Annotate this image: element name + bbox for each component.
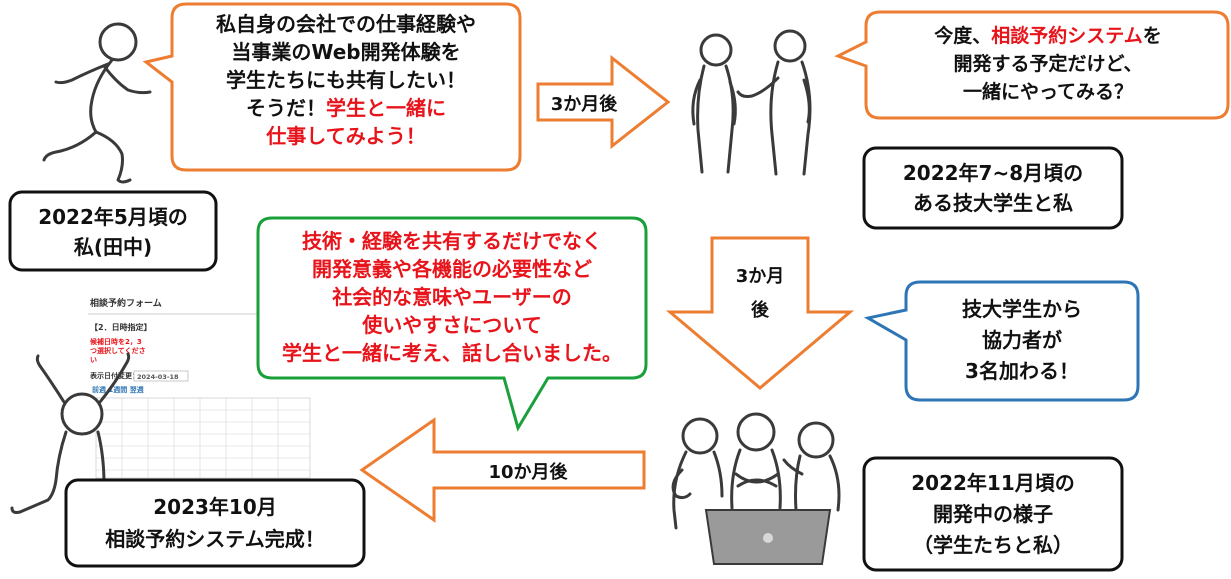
box-oct-2023-line1: 2023年10月	[153, 495, 277, 519]
form-calendar-grid	[95, 397, 311, 479]
three-people-laptop-icon	[671, 412, 841, 565]
bubble-tl-line4-red: 学生と一緒に	[326, 96, 446, 120]
form-note-2: つ選択してくださ	[90, 346, 146, 355]
form-note-1: 候補日時を2，3	[90, 337, 142, 346]
box-may-2022: 2022年5月頃の 私(田中)	[8, 190, 218, 272]
box-jul-2022-line1: 2022年7~8月頃の	[903, 161, 1083, 185]
arrow-right-3-months: 3か月後	[536, 54, 671, 150]
box-may-2022-line2: 私(田中)	[74, 235, 152, 259]
two-people-talking-icon	[691, 29, 812, 176]
box-nov-2022: 2022年11月頃の 開発中の様子 （学生たちと私）	[862, 456, 1124, 572]
bubble-tr-line3: 一緒にやってみる？	[963, 80, 1133, 103]
box-nov-2022-line1: 2022年11月頃の	[911, 471, 1075, 495]
cheering-person-icon	[10, 352, 131, 514]
bubble-green-line1: 技術・経験を共有するだけでなく	[302, 229, 602, 253]
box-oct-2023-line2: 相談予約システム完成！	[105, 527, 324, 551]
arrow-down-label-1: 3か月	[736, 266, 785, 287]
bubble-tr-line1-b: を	[1143, 25, 1162, 47]
arrow-left-label: 10か月後	[488, 461, 568, 483]
bubble-blue-line1: 技大学生から	[962, 297, 1082, 321]
bubble-green-line2: 開発意義や各機能の必要性など	[312, 257, 592, 281]
bubble-tr-line1-a: 今度、	[933, 24, 991, 47]
bubble-tl-line1: 私自身の会社での仕事経験や	[216, 12, 476, 36]
form-nav: 前週 1週間 翌週	[92, 385, 144, 394]
bubble-tr-line1: 今度、相談予約システムを	[933, 24, 1161, 47]
bubble-blue: 技大学生から 協力者が 3名加わる！	[863, 280, 1140, 402]
form-title: 相談予約フォーム	[90, 297, 162, 309]
bubble-tl-line4: そうだ！学生と一緒に	[246, 96, 446, 120]
form-date-value: 2024-03-18	[137, 373, 179, 381]
bubble-green-line3: 社会的な意味やユーザーの	[331, 285, 572, 309]
arrow-down-3-months: 3か月 後	[665, 236, 855, 390]
bubble-tl-line3: 学生たちにも共有したい！	[226, 68, 466, 92]
box-nov-2022-line3: （学生たちと私）	[913, 533, 1073, 557]
form-section: 【2．日時指定】	[90, 322, 152, 332]
bubble-top-left: 私自身の会社での仕事経験や 当事業のWeb開発体験を 学生たちにも共有したい！ …	[142, 2, 522, 172]
box-jul-2022: 2022年7~8月頃の ある技大学生と私	[862, 146, 1124, 230]
bubble-tl-line2: 当事業のWeb開発体験を	[231, 40, 460, 64]
arrow-left-10-months: 10か月後	[359, 417, 646, 523]
form-note-3: い	[90, 356, 97, 364]
bubble-green-line4: 使いやすさについて	[361, 313, 541, 337]
bubble-tl-line4-black: そうだ！	[246, 96, 326, 120]
form-date-label: 表示日付変更：	[89, 371, 139, 380]
bubble-top-right: 今度、相談予約システムを 開発する予定だけど、 一緒にやってみる？	[834, 10, 1230, 120]
bubble-tl-line5: 仕事してみよう！	[265, 124, 425, 148]
bubble-tr-line2: 開発する予定だけど、	[953, 52, 1142, 75]
box-oct-2023: 2023年10月 相談予約システム完成！	[64, 478, 366, 568]
bubble-tr-line1-red: 相談予約システム	[991, 24, 1142, 47]
bubble-green: 技術・経験を共有するだけでなく 開発意義や各機能の必要性など 社会的な意味やユー…	[256, 216, 648, 432]
bubble-blue-line2: 協力者が	[982, 328, 1062, 352]
box-nov-2022-line2: 開発中の様子	[933, 502, 1053, 526]
arrow-down-label-2: 後	[751, 299, 770, 321]
box-may-2022-line1: 2022年5月頃の	[38, 205, 188, 229]
arrow-right-3-months-label: 3か月後	[551, 93, 619, 115]
bubble-green-line5: 学生と一緒に考え、話し合いました。	[282, 341, 622, 365]
running-person-icon	[42, 22, 152, 184]
bubble-blue-line3: 3名加わる！	[965, 359, 1079, 383]
box-jul-2022-line2: ある技大学生と私	[913, 191, 1073, 215]
